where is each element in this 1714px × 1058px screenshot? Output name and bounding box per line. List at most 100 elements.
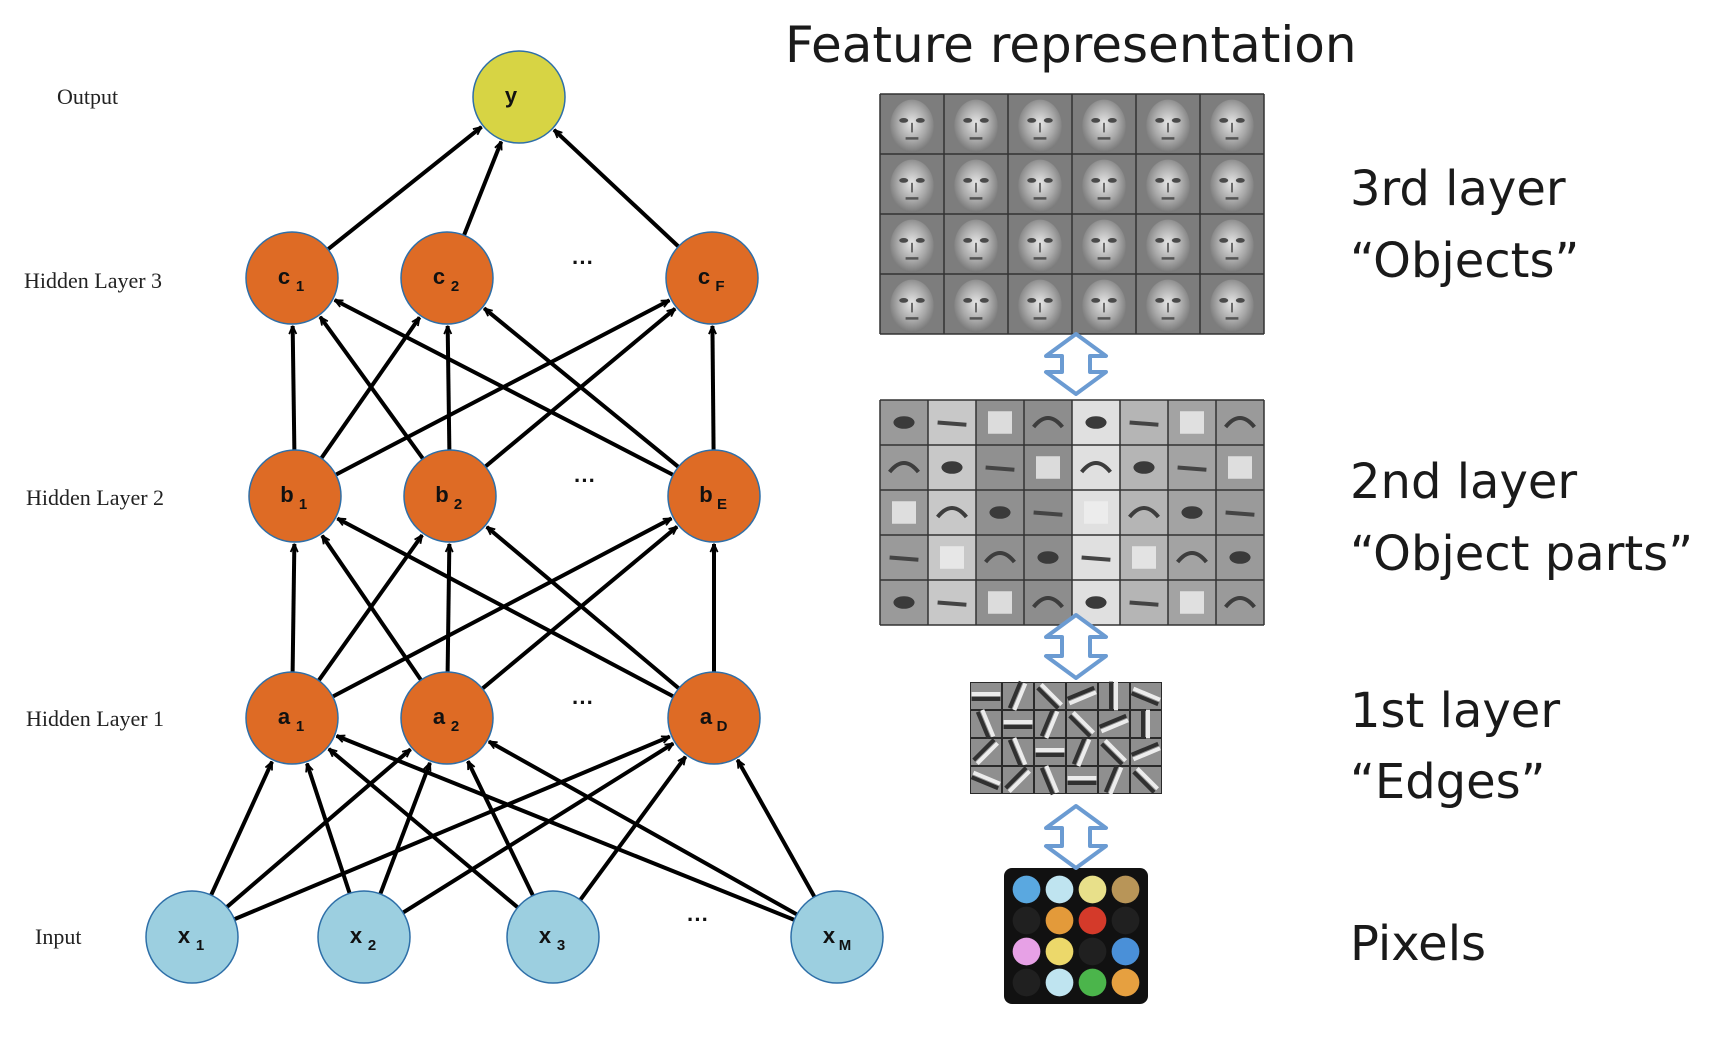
- edge-l4-1-to-1: [376, 763, 432, 901]
- face-cell: [1200, 154, 1264, 214]
- pixel-dot: [1111, 906, 1140, 935]
- edge-l3-2-to-1: [487, 525, 685, 694]
- edge-l4-2-to-2: [575, 757, 688, 906]
- edge-cell: [971, 709, 1001, 740]
- node-circle: [665, 231, 759, 325]
- layer-ellipsis: ···: [574, 468, 596, 493]
- layer-label-output: Output: [57, 84, 118, 109]
- node-circle: [667, 671, 761, 765]
- face-cell: [880, 214, 944, 274]
- edge-cell: [1098, 711, 1129, 737]
- part-cell: [1024, 535, 1072, 580]
- pixel-dot: [1012, 937, 1041, 966]
- node-label: y: [505, 83, 518, 108]
- part-cell: [1216, 490, 1264, 535]
- node-subscript: 3: [557, 937, 565, 954]
- face-cell: [1072, 154, 1136, 214]
- node-subscript: 1: [299, 496, 307, 513]
- edge-l3-2-to-0: [337, 516, 680, 702]
- node-label: x: [178, 923, 191, 948]
- part-cell: [976, 400, 1024, 445]
- node-subscript: 1: [296, 278, 304, 295]
- pixel-dot: [1045, 906, 1074, 935]
- edge-cell: [971, 683, 1001, 709]
- node-label: b: [699, 482, 712, 507]
- face-parts-image: [879, 399, 1265, 626]
- pixel-dot: [1045, 937, 1074, 966]
- edge-cell: [1066, 683, 1097, 709]
- part-cell: [928, 580, 976, 625]
- face-cell: [880, 274, 944, 334]
- face-cell: [944, 94, 1008, 154]
- part-cell: [1168, 580, 1216, 625]
- part-cell: [928, 445, 976, 490]
- edge-l2-2-to-1: [484, 306, 685, 473]
- node-subscript: 1: [196, 937, 204, 954]
- edge-l4-0-to-1: [221, 747, 410, 913]
- part-cell: [880, 445, 928, 490]
- edge-cell: [970, 767, 1001, 793]
- edge-cell: [1067, 736, 1097, 767]
- grid-background: [970, 682, 1162, 794]
- edge-l4-2-to-1: [466, 761, 538, 902]
- edge-l3-1-to-2: [476, 525, 677, 694]
- edge-l2-2-to-0: [335, 298, 680, 480]
- part-cell: [1072, 445, 1120, 490]
- part-cell: [1120, 445, 1168, 490]
- edge-l4-3-to-0: [337, 734, 801, 924]
- face-cell: [1008, 154, 1072, 214]
- node-label: c: [278, 264, 290, 289]
- edge-l2-1-to-2: [479, 307, 675, 472]
- edge-l1-0-to-0: [322, 125, 481, 255]
- pixel-dot: [1111, 875, 1140, 904]
- edge-l4-3-to-2: [735, 760, 820, 904]
- node-circle: [506, 890, 600, 984]
- edge-cell: [1131, 766, 1161, 794]
- node-label: b: [435, 482, 448, 507]
- node-circle: [403, 449, 497, 543]
- face-cell: [944, 274, 1008, 334]
- part-cell: [1024, 490, 1072, 535]
- feature-representation: Feature representation 3rd layer “Object…: [785, 16, 1693, 1004]
- node-label: a: [433, 704, 446, 729]
- edge-l2-1-to-1: [448, 326, 450, 457]
- edge-cell: [1099, 764, 1129, 795]
- edge-l4-3-to-1: [489, 739, 804, 920]
- level-3-subtitle: “Objects”: [1350, 233, 1579, 289]
- face-cell: [1136, 214, 1200, 274]
- part-cell: [976, 445, 1024, 490]
- edge-cell: [1035, 739, 1065, 765]
- edge-cell: [1131, 709, 1161, 739]
- face-cell: [1200, 274, 1264, 334]
- node-subscript: D: [717, 718, 728, 735]
- node-label: c: [433, 264, 445, 289]
- edge-cell: [1099, 738, 1129, 766]
- part-cell: [880, 400, 928, 445]
- layer-label-hidden-1: Hidden Layer 1: [26, 706, 164, 731]
- node-circle: [248, 449, 342, 543]
- part-cell: [1216, 445, 1264, 490]
- node-label: x: [539, 923, 552, 948]
- pixel-dot: [1012, 875, 1041, 904]
- edge-l3-1-to-0: [320, 536, 427, 687]
- pixel-panel: [1004, 868, 1148, 1004]
- edge-l2-0-to-1: [316, 317, 422, 465]
- node-label: x: [823, 923, 836, 948]
- edge-cell: [1003, 737, 1033, 768]
- part-cell: [928, 490, 976, 535]
- layer-label-hidden-2: Hidden Layer 2: [26, 485, 164, 510]
- part-cell: [976, 490, 1024, 535]
- pixel-dot: [1111, 968, 1140, 997]
- face-cell: [880, 154, 944, 214]
- edge-cell: [1099, 681, 1129, 711]
- node-circle: [667, 449, 761, 543]
- part-cell: [1216, 535, 1264, 580]
